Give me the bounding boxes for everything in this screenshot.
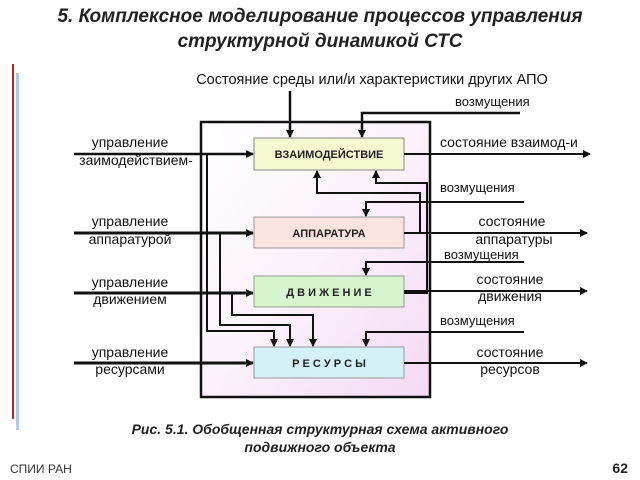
control-label-3a: управление xyxy=(92,274,169,290)
control-label-4a: управление xyxy=(92,344,169,360)
block-resources: Р Е С У Р С Ы xyxy=(253,346,405,379)
output-label-2a: состояние xyxy=(479,213,546,229)
control-label-2a: управление xyxy=(92,213,169,229)
output-label-3a: состояние xyxy=(477,271,544,287)
caption-line-2: подвижного объекта xyxy=(244,439,396,455)
disturbance-label-4: возмущения xyxy=(440,313,515,328)
disturbance-label-2: возмущения xyxy=(440,180,515,195)
block-equipment: АППАРАТУРА xyxy=(253,216,405,249)
output-label-4b: ресурсов xyxy=(480,361,540,377)
control-label-2b: аппаратурой xyxy=(89,231,172,247)
control-label-3b: движением xyxy=(93,291,167,307)
environment-input-label: Состояние среды или/и характеристики дру… xyxy=(196,72,548,88)
control-branch-lines xyxy=(206,154,317,347)
page-number: 62 xyxy=(612,460,628,476)
control-label-1b: заимодействием- xyxy=(79,152,193,168)
figure-caption: Рис. 5.1. Обобщенная структурная схема а… xyxy=(60,420,580,456)
disturbance-arrow-1 xyxy=(358,111,520,138)
output-label-4a: состояние xyxy=(477,344,544,360)
block-equipment-label: АППАРАТУРА xyxy=(292,228,365,240)
block-interaction-label: ВЗАИМОДЕЙСТВИЕ xyxy=(275,148,384,161)
block-interaction: ВЗАИМОДЕЙСТВИЕ xyxy=(253,137,405,171)
disturbance-arrow-3 xyxy=(362,261,524,276)
block-motion-label: Д В И Ж Е Н И Е xyxy=(286,287,372,299)
title-line-1: 5. Комплексное моделирование процессов у… xyxy=(57,6,583,27)
control-label-1a: управление xyxy=(92,134,169,150)
disturbance-label-3: возмущения xyxy=(444,247,519,262)
block-resources-label: Р Е С У Р С Ы xyxy=(292,358,366,370)
block-motion: Д В И Ж Е Н И Е xyxy=(253,275,405,308)
control-label-4b: ресурсами xyxy=(95,361,164,377)
output-label-2b: аппаратуры xyxy=(475,231,552,247)
accent-bar-blue xyxy=(16,73,19,430)
footer-organization: СПИИ РАН xyxy=(10,462,72,476)
caption-line-1: Рис. 5.1. Обобщенная структурная схема а… xyxy=(131,421,509,437)
disturbance-arrow-4 xyxy=(362,331,524,347)
slide-title: 5. Комплексное моделирование процессов у… xyxy=(0,4,640,54)
output-label-1: состояние взаимод-и xyxy=(440,134,578,150)
accent-bar-red xyxy=(12,64,14,419)
disturbance-arrow-2 xyxy=(362,201,524,217)
title-line-2: структурной динамикой СТС xyxy=(177,31,463,52)
disturbance-label-1: возмущения xyxy=(455,94,530,109)
